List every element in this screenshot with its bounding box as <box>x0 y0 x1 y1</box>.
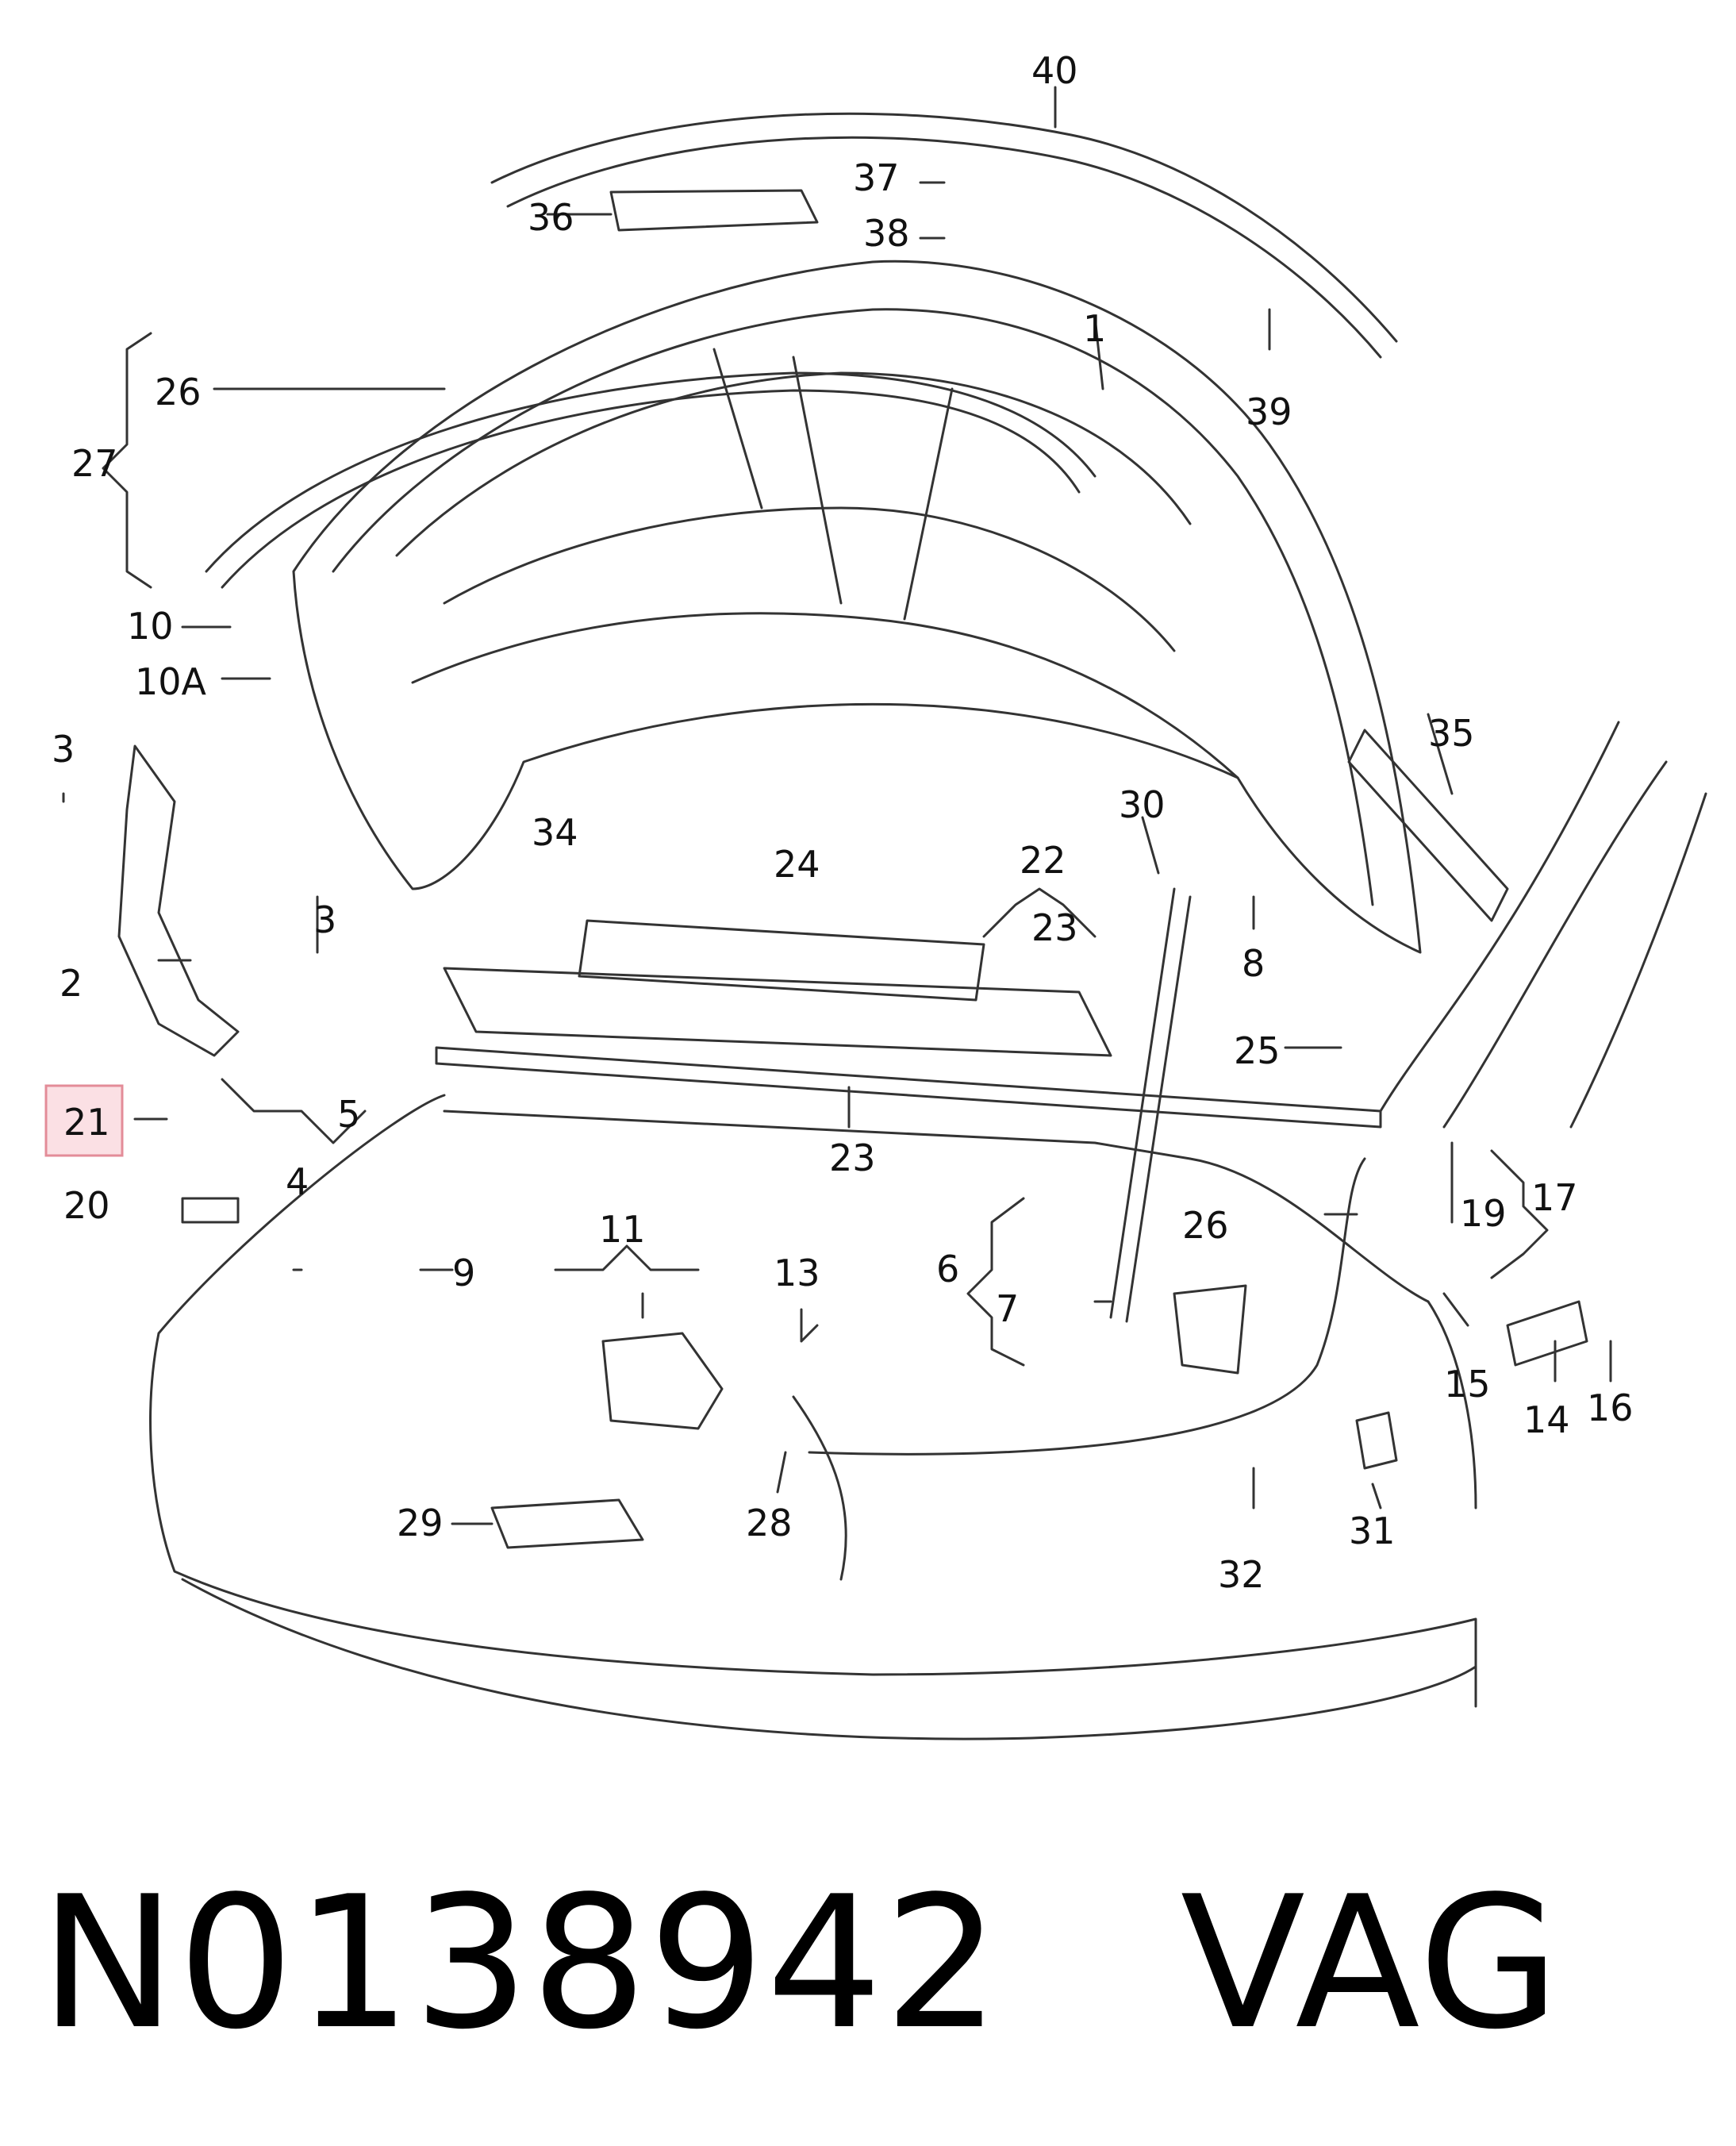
callout-4[interactable]: 4 <box>286 1160 309 1203</box>
callout-2[interactable]: 2 <box>60 962 83 1005</box>
callout-16[interactable]: 15 <box>1444 1363 1491 1406</box>
callout-36[interactable]: 36 <box>528 196 574 239</box>
highlight <box>44 1084 124 1157</box>
callout-33[interactable]: 32 <box>1218 1553 1265 1596</box>
callout-37[interactable]: 37 <box>853 156 900 199</box>
part-number-line: N0138942 VAG <box>40 1873 1561 2056</box>
callout-8[interactable]: 8 <box>1242 942 1265 985</box>
callout-29[interactable]: 28 <box>746 1502 793 1544</box>
callout-21[interactable]: 21 <box>63 1101 110 1144</box>
front-body <box>149 1094 1477 1708</box>
callout-15[interactable]: 14 <box>1523 1398 1570 1441</box>
callout-5[interactable]: 5 <box>337 1093 360 1136</box>
highlight-box-21 <box>44 1084 124 1157</box>
callout-11[interactable]: 11 <box>599 1208 646 1251</box>
callout-35[interactable]: 35 <box>1428 712 1475 755</box>
callout-23-upper[interactable]: 23 <box>1031 906 1078 949</box>
callout-39[interactable]: 39 <box>1246 390 1292 433</box>
callout-23-lower[interactable]: 23 <box>829 1136 876 1179</box>
brand-name: VAG <box>1180 1858 1561 2070</box>
callout-34[interactable]: 34 <box>532 811 578 854</box>
callout-26[interactable]: 26 <box>1182 1204 1229 1247</box>
callout-3-top[interactable]: 3 <box>52 728 75 771</box>
callout-3-mid[interactable]: 3 <box>313 898 336 941</box>
callout-labels: 40 37 36 38 1 39 26 27 10 10A 35 3 30 34… <box>52 49 1634 1596</box>
part-number: N0138942 <box>40 1858 1002 2070</box>
callout-9[interactable]: 9 <box>452 1252 475 1294</box>
callout-14[interactable]: 17 <box>1531 1176 1578 1219</box>
callout-24[interactable]: 24 <box>774 843 820 886</box>
hood-exploded-diagram: 40 37 36 38 1 39 26 27 10 10A 35 3 30 34… <box>44 49 1707 1740</box>
line-art <box>62 86 1707 1740</box>
callout-17[interactable]: 16 <box>1587 1386 1634 1429</box>
callout-13[interactable]: 13 <box>774 1252 820 1294</box>
callout-10[interactable]: 10 <box>127 605 174 648</box>
callout-19[interactable]: 19 <box>1460 1192 1507 1235</box>
hood-panel <box>292 260 1422 954</box>
callout-27[interactable]: 27 <box>71 442 118 485</box>
callout-28[interactable]: 26 <box>155 371 202 413</box>
callout-1[interactable]: 1 <box>1083 307 1106 350</box>
callout-38[interactable]: 38 <box>863 212 910 255</box>
callout-40[interactable]: 40 <box>1031 49 1078 92</box>
callout-20[interactable]: 20 <box>63 1184 110 1227</box>
callout-10a[interactable]: 10A <box>135 660 207 703</box>
callout-32[interactable]: 31 <box>1349 1510 1396 1552</box>
callout-22[interactable]: 22 <box>1020 839 1066 882</box>
callout-6[interactable]: 6 <box>936 1248 959 1290</box>
top-seal <box>490 112 1398 343</box>
callout-30[interactable]: 29 <box>397 1502 444 1544</box>
callout-25[interactable]: 25 <box>1234 1029 1281 1072</box>
callout-31[interactable]: 30 <box>1119 783 1166 826</box>
callout-7[interactable]: 7 <box>996 1287 1019 1330</box>
